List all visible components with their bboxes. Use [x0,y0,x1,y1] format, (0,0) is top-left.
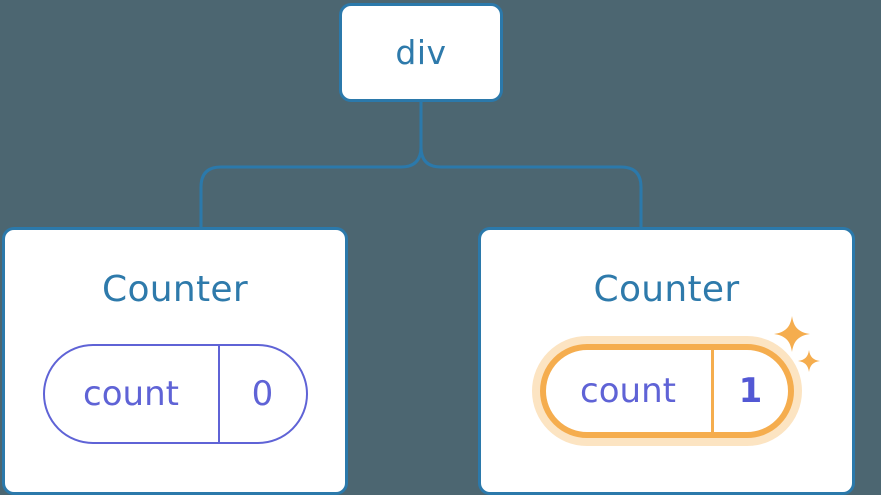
connector-to-right-child [419,100,643,229]
counter-left-state-wrap: count 0 [42,344,308,444]
counter-right-state-wrap: count 1 [539,316,820,438]
counter-left-title: Counter [102,269,248,310]
connector-to-left-child [199,100,423,229]
state-value-label: 1 [710,350,788,432]
sparkle-small-icon [797,350,820,376]
node-counter-right[interactable]: Counter count 1 [478,227,855,495]
state-value-label: 0 [217,346,306,442]
sparkle-large-icon [773,316,810,356]
state-pill-count-right[interactable]: count 1 [539,344,794,438]
state-key-label: count [83,374,179,414]
root-node-label: div [395,33,447,72]
node-root-div[interactable]: div [339,3,503,102]
node-counter-left[interactable]: Counter count 0 [2,227,348,495]
state-key-label: count [580,371,676,411]
counter-right-title: Counter [593,269,740,310]
state-pill-count-left[interactable]: count 0 [42,344,308,444]
update-sparkles [772,316,842,396]
